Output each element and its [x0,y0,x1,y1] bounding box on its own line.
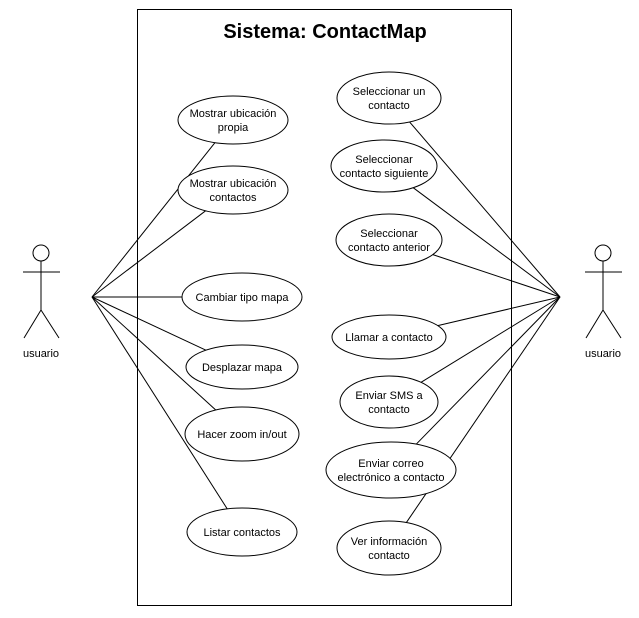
use-case-label: contactos [209,192,257,204]
association-left-0 [91,142,216,298]
use-case-left-2: Cambiar tipo mapa [181,272,303,322]
use-case-right-6: Ver información contacto [336,520,442,576]
use-case-ellipse [330,139,438,193]
association-left-3 [91,296,207,351]
use-case-label: contacto [368,100,410,112]
association-right-5 [415,296,561,445]
use-case-label: contacto siguiente [340,168,429,180]
use-case-label: Seleccionar [355,154,413,166]
use-case-label: Mostrar ubicación [190,178,277,190]
use-case-label: Desplazar mapa [202,362,283,374]
actor-left-label: usuario [23,348,59,360]
actor-left-head [32,244,50,262]
association-right-3 [437,296,561,327]
use-case-ellipse [336,71,442,125]
use-case-label: Mostrar ubicación [190,108,277,120]
actor-left: usuario [23,244,60,360]
association-lines [91,121,561,523]
actor-right-leg-right [602,309,622,339]
use-case-left-5: Listar contactos [186,507,298,557]
actor-right: usuario [585,244,622,360]
use-case-label: Seleccionar un [353,86,426,98]
use-case-ellipse [335,213,443,267]
use-case-ellipse [177,165,289,215]
association-right-0 [409,121,561,298]
use-case-ellipse [177,95,289,145]
use-case-label: Cambiar tipo mapa [196,292,290,304]
use-case-label: Enviar correo [358,458,423,470]
use-case-ellipse [181,272,303,322]
use-case-ellipse [186,507,298,557]
use-case-ellipse [184,406,300,462]
use-case-ellipse [336,520,442,576]
system-title: Sistema: ContactMap [223,21,426,43]
use-case-left-3: Desplazar mapa [185,344,299,390]
association-right-1 [412,187,561,298]
use-case-label: Enviar SMS a [355,390,423,402]
use-case-label: Llamar a contacto [345,332,432,344]
use-case-left-1: Mostrar ubicación contactos [177,165,289,215]
use-case-right-1: Seleccionar contacto siguiente [330,139,438,193]
use-case-label: contacto [368,404,410,416]
actor-right-label: usuario [585,348,621,360]
use-case-right-2: Seleccionar contacto anterior [335,213,443,267]
use-case-label: electrónico a contacto [337,472,444,484]
actor-left-leg-left [23,309,42,339]
use-case-label: contacto [368,550,410,562]
use-case-label: Ver información [351,536,427,548]
use-case-label: Listar contactos [203,527,281,539]
use-case-ellipse [185,344,299,390]
use-case-ellipse [339,375,439,429]
use-case-ellipse [325,441,457,499]
use-case-label: Hacer zoom in/out [197,429,286,441]
association-left-4 [91,296,217,411]
use-case-right-0: Seleccionar un contacto [336,71,442,125]
use-case-right-4: Enviar SMS a contacto [339,375,439,429]
use-case-left-4: Hacer zoom in/out [184,406,300,462]
association-right-2 [432,254,561,298]
actor-left-leg-right [40,309,60,339]
use-case-label: propia [218,122,249,134]
actor-right-head [594,244,612,262]
use-case-label: Seleccionar [360,228,418,240]
use-case-right-5: Enviar correo electrónico a contacto [325,441,457,499]
use-case-left-0: Mostrar ubicación propia [177,95,289,145]
association-right-4 [420,296,561,383]
association-left-1 [91,210,206,298]
use-case-label: contacto anterior [348,242,430,254]
use-case-ellipse [331,314,447,360]
actor-right-leg-left [585,309,604,339]
association-left-5 [91,296,228,510]
use-case-right-3: Llamar a contacto [331,314,447,360]
